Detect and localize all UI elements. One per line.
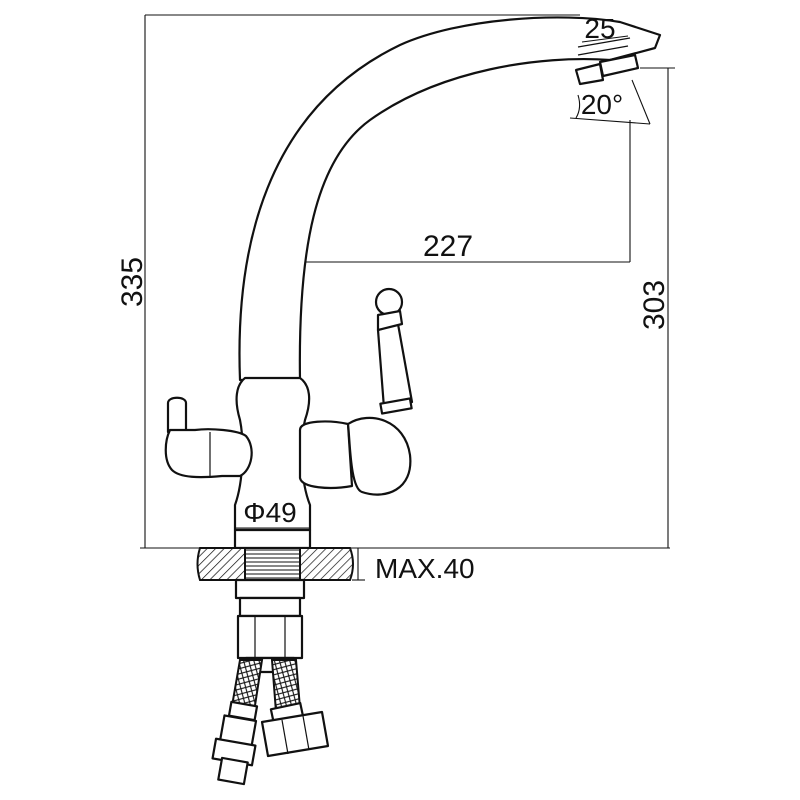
right-mixer-lever [298,287,414,496]
faucet-spout [238,16,662,382]
base-diameter-label: Φ49 [243,497,296,528]
hose-fitting-left [211,700,259,786]
mounting-shank [234,578,306,674]
left-filter-lever [164,396,253,479]
supply-hoses [230,659,302,714]
aerator-width-label: 25 [584,13,615,44]
spout-height-label: 303 [638,280,671,330]
countertop-section [196,547,365,581]
overall-height-dimension [144,14,580,548]
aerator-dimension [569,35,651,125]
spout-reach-label: 227 [423,230,473,263]
hose-fitting-right [260,701,330,758]
max-countertop-label: MAX.40 [375,553,475,584]
spout-height-dimension [640,67,675,548]
aerator-angle-label: 20° [581,89,623,120]
overall-height-label: 335 [116,257,149,307]
base-diameter-dimension [234,505,311,530]
